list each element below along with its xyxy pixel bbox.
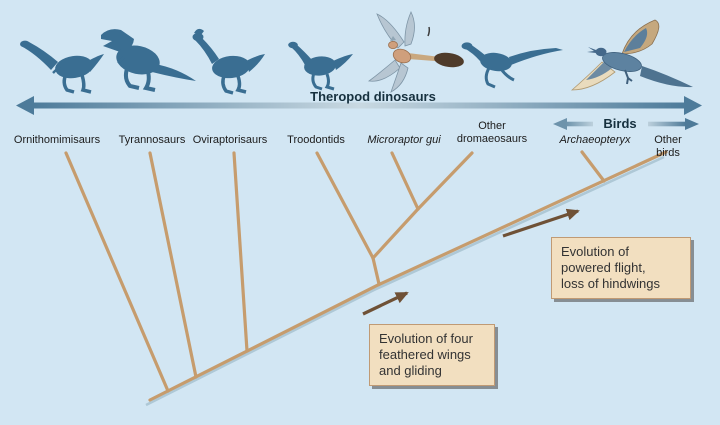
gliding-evolution-arrow <box>362 291 409 316</box>
taxon-label-ornithomimisaurs: Ornithomimisaurs <box>13 134 101 146</box>
tyrannosaur-silhouette-icon <box>101 29 196 92</box>
branch-tyrannosaurs <box>148 151 198 379</box>
branch-dromaeosaurid-stem <box>371 207 420 260</box>
dromaeosaur-silhouette-icon <box>461 42 563 89</box>
taxon-label-other-birds: Other birds <box>654 134 682 159</box>
annotation-gliding: Evolution of four feathered wings and gl… <box>369 324 495 386</box>
birds-arrow-label: Birds <box>603 116 637 131</box>
archaeopteryx-silhouette-icon <box>570 19 693 91</box>
taxon-label-troodontids: Troodontids <box>287 134 345 146</box>
birds-range-arrow <box>553 118 699 130</box>
branch-oviraptorisaurs <box>232 151 249 353</box>
taxon-label-tyrannosaurs: Tyrannosaurs <box>118 134 186 146</box>
taxon-label-archaeopteryx: Archaeopteryx <box>559 134 631 146</box>
branch-troodontids <box>315 151 375 260</box>
troodontid-silhouette-icon <box>288 41 353 91</box>
tree-spine-shadow <box>145 155 665 407</box>
theropod-range-arrow <box>16 96 702 115</box>
theropod-arrow-label: Theropod dinosaurs <box>310 89 436 104</box>
taxon-label-oviraptorisaurs: Oviraptorisaurs <box>192 134 268 146</box>
oviraptorisaur-silhouette-icon <box>192 28 265 95</box>
branch-microraptor <box>390 151 420 211</box>
flight-evolution-arrow <box>502 208 580 238</box>
taxon-label-microraptor-gui: Microraptor gui <box>367 134 441 146</box>
annotation-powered-flight: Evolution of powered flight, loss of hin… <box>551 237 691 299</box>
branch-ornithomimisaurs <box>64 151 170 393</box>
branch-deinonychosaur-stem <box>371 256 381 286</box>
ornithomimisaur-silhouette-icon <box>20 40 104 94</box>
branch-archaeopteryx <box>580 150 606 183</box>
cladogram-tree <box>64 150 668 407</box>
microraptor-silhouette-icon <box>367 11 464 93</box>
taxon-label-other-dromaeosaurs: Other dromaeosaurs <box>456 120 528 145</box>
branch-other-dromaeosaurs <box>416 151 474 211</box>
